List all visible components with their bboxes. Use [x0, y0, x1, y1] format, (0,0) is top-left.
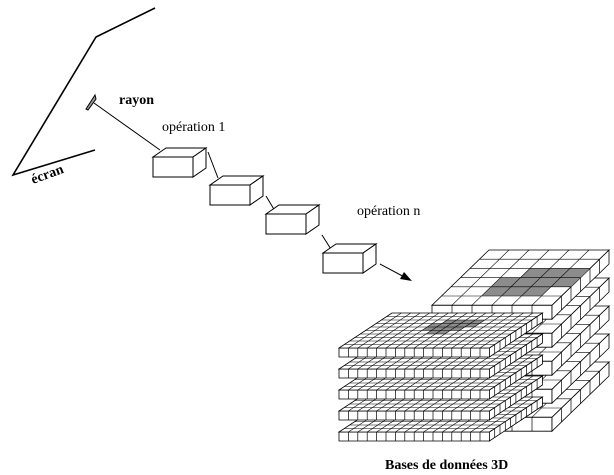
dense-stack-highlight-cell [470, 320, 485, 324]
dense-stack-highlight-cell [441, 320, 457, 324]
dense-stack-highlight-cell [451, 320, 466, 324]
label-database: Bases de données 3D [385, 458, 508, 473]
dense-stack-highlight-cell [460, 320, 476, 324]
dense-stack-highlight-cell [427, 323, 442, 327]
screen-outline [11, 7, 156, 177]
coarse-stack-layer-1 [431, 249, 610, 321]
operation-boxes [151, 147, 378, 274]
dense-stack-highlight-cell [464, 323, 480, 327]
dense-stack-highlight-cell [431, 327, 446, 331]
ray-arrowhead [400, 272, 412, 281]
label-rayon: rayon [119, 93, 154, 108]
ray-origin-marker [85, 93, 97, 111]
dense-stack-highlight-cell [426, 330, 441, 334]
operation-box-front [322, 252, 364, 274]
operation-box-2 [208, 175, 265, 206]
dense-stack-highlight-cell [440, 327, 456, 331]
dense-stack-highlight-cell [436, 323, 452, 327]
operation-box-4 [321, 243, 378, 274]
label-operation-1: opération 1 [162, 120, 225, 135]
operation-box-front [152, 156, 194, 178]
ray-path [93, 102, 411, 281]
operation-box-front [265, 213, 307, 235]
dense-stack-highlight-cell [455, 323, 471, 327]
label-ecran: écran [29, 162, 66, 188]
dataset-stack-dense [337, 312, 544, 442]
dense-stack-layer-1 [337, 312, 544, 358]
dense-stack-highlight-cell [450, 327, 465, 331]
operation-box-front [209, 184, 251, 206]
dense-stack-highlight-cell [421, 327, 437, 331]
dense-stack-highlight-cell [435, 330, 451, 334]
dense-stack-highlight-cell [446, 323, 461, 327]
operation-box-3 [264, 204, 321, 235]
operation-box-1 [151, 147, 208, 178]
label-operation-n: opération n [357, 204, 420, 219]
